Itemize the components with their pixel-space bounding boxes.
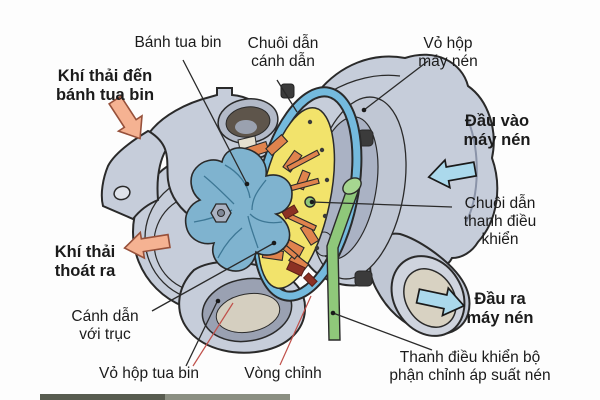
label-exhaust-to-turbine: Khí thải đến bánh tua bin: [55, 67, 155, 105]
label-adjust-ring: Vòng chỉnh: [244, 365, 322, 382]
turbine-inlet-opening: [217, 98, 279, 144]
label-vane-drive-shank: Chuôi dẫn cánh dẫn: [247, 35, 319, 70]
table-edge-strip: [40, 394, 290, 400]
label-compressor-inlet: Đầu vào máy nén: [463, 112, 531, 150]
label-exhaust-out: Khí thải thoát ra: [54, 243, 116, 281]
turbine-wheel: [184, 147, 293, 272]
bearing-bits: [281, 204, 318, 288]
exhaust-inlet-arrow: [108, 95, 143, 140]
compressor-outlet-arrow: [415, 286, 466, 317]
label-turbine-wheel: Bánh tua bin: [134, 34, 222, 51]
label-control-rod-shank: Chuôi dẫn thanh điều khiển: [463, 195, 537, 248]
exhaust-outlet-arrow: [123, 230, 171, 260]
leader-lines: [151, 59, 453, 367]
compressor-inlet-arrow: [427, 158, 478, 190]
label-vane-with-shaft: Cánh dẫn với trục: [71, 308, 139, 343]
leader-lines-red: [192, 295, 312, 367]
label-compressor-housing: Vỏ hộp máy nén: [418, 35, 478, 70]
label-turbine-housing: Vỏ hộp tua bin: [99, 365, 199, 382]
label-boost-control-rod: Thanh điều khiển bộ phận chỉnh áp suất n…: [389, 349, 551, 384]
turbine-outlet-duct: [178, 260, 307, 354]
label-compressor-outlet: Đầu ra máy nén: [466, 290, 534, 328]
